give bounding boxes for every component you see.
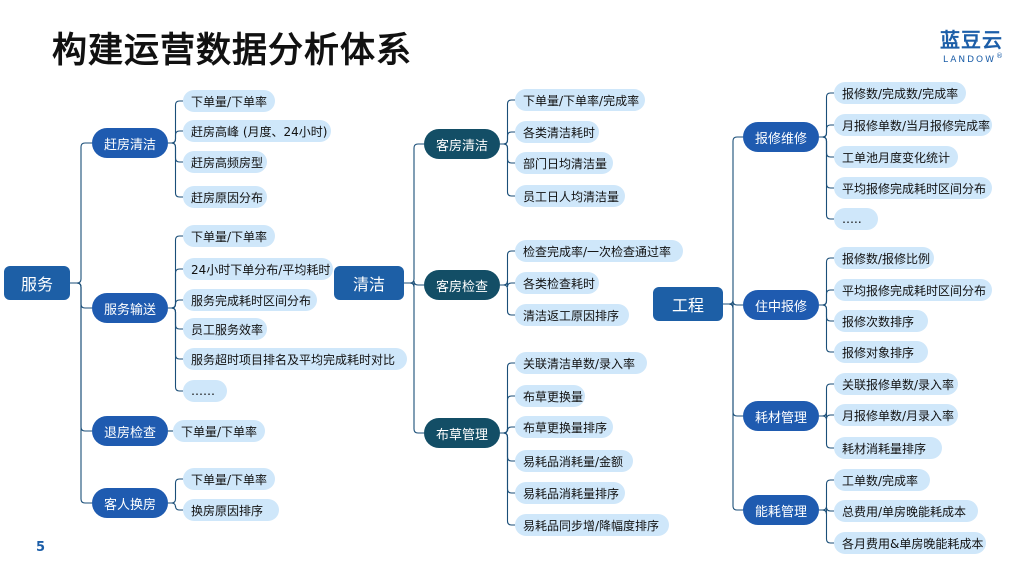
leaf-metric: 24小时下单分布/平均耗时 <box>183 258 333 280</box>
category-leaf-link <box>819 136 834 220</box>
leaf-metric: 下单量/下单率 <box>183 225 275 247</box>
leaf-metric: 各月费用&单房晚能耗成本 <box>834 532 986 554</box>
leaf-metric: 报修数/报修比例 <box>834 247 934 269</box>
category-leaf-link <box>819 415 834 449</box>
leaf-metric: 总费用/单房晚能耗成本 <box>834 500 978 522</box>
category-leaf-link <box>819 509 834 544</box>
category-leaf-link <box>500 284 515 316</box>
category-leaf-link <box>500 131 515 145</box>
root-node-r0: 服务 <box>4 266 70 300</box>
leaf-metric: 工单池月度变化统计 <box>834 146 958 168</box>
leaf-metric: 平均报修完成耗时区间分布 <box>834 279 992 301</box>
category-node: 布草管理 <box>424 418 500 448</box>
category-node: 服务输送 <box>92 293 168 323</box>
leaf-metric: 员工服务效率 <box>183 318 267 340</box>
category-leaf-link <box>168 130 183 144</box>
category-node: 赶房清洁 <box>92 128 168 158</box>
brand-logo-en: LANDOW® <box>943 52 1004 65</box>
root-category-link <box>70 282 92 504</box>
leaf-metric: 报修对象排序 <box>834 341 928 363</box>
page-title: 构建运营数据分析体系 <box>52 31 413 71</box>
category-node: 住中报修 <box>743 290 819 320</box>
category-node: 客人换房 <box>92 488 168 518</box>
root-category-link <box>404 282 424 434</box>
root-category-link <box>723 303 743 511</box>
root-category-link <box>723 136 743 305</box>
leaf-metric: 工单数/完成率 <box>834 469 930 491</box>
leaf-metric: 布草更换量 <box>515 385 585 407</box>
leaf-metric: 下单量/下单率 <box>183 90 275 112</box>
category-leaf-link <box>500 432 515 526</box>
category-leaf-link <box>500 280 515 288</box>
category-leaf-link <box>819 124 834 138</box>
leaf-metric: 易耗品消耗量/金额 <box>515 450 633 472</box>
leaf-metric: 报修次数排序 <box>834 310 928 332</box>
leaf-metric: 下单量/下单率/完成率 <box>515 89 645 111</box>
leaf-metric: …… <box>183 380 227 402</box>
category-leaf-link <box>168 142 183 198</box>
leaf-metric: 服务超时项目排名及平均完成耗时对比 <box>183 348 407 370</box>
category-node: 客房检查 <box>424 270 500 300</box>
root-category-link <box>404 143 424 284</box>
leaf-metric: 检查完成率/一次检查通过率 <box>515 240 683 262</box>
leaf-metric: 赶房原因分布 <box>183 186 267 208</box>
category-leaf-link <box>168 502 183 511</box>
category-leaf-link <box>168 307 183 392</box>
category-node: 退房检查 <box>92 416 168 446</box>
root-node-r2: 工程 <box>653 287 723 321</box>
leaf-metric: 各类检查耗时 <box>515 272 599 294</box>
registered-mark-icon: ® <box>996 52 1004 60</box>
leaf-metric: 易耗品同步增/降幅度排序 <box>515 514 669 536</box>
category-leaf-link <box>168 478 183 504</box>
leaf-metric: 月报修单数/当月报修完成率 <box>834 114 992 136</box>
leaf-metric: ….. <box>834 208 878 230</box>
leaf-metric: 部门日均清洁量 <box>515 152 613 174</box>
category-leaf-link <box>500 250 515 286</box>
leaf-metric: 服务完成耗时区间分布 <box>183 289 317 311</box>
leaf-metric: 易耗品消耗量排序 <box>515 482 625 504</box>
leaf-metric: 月报修单数/月录入率 <box>834 404 958 426</box>
leaf-metric: 平均报修完成耗时区间分布 <box>834 177 992 199</box>
leaf-metric: 关联报修单数/录入率 <box>834 373 958 395</box>
category-node: 能耗管理 <box>743 495 819 525</box>
leaf-metric: 赶房高峰 (月度、24小时) <box>183 120 331 142</box>
leaf-metric: 布草更换量排序 <box>515 416 613 438</box>
leaf-metric: 耗材消耗量排序 <box>834 437 942 459</box>
category-leaf-link <box>819 304 834 353</box>
page-number: 5 <box>36 540 46 555</box>
brand-logo: 蓝豆云 <box>940 28 1003 52</box>
category-leaf-link <box>819 383 834 417</box>
leaf-metric: 报修数/完成数/完成率 <box>834 82 966 104</box>
category-leaf-link <box>819 289 834 306</box>
category-node: 客房清洁 <box>424 129 500 159</box>
root-node-r1: 清洁 <box>334 266 404 300</box>
category-node: 耗材管理 <box>743 401 819 431</box>
leaf-metric: 各类清洁耗时 <box>515 121 599 143</box>
category-leaf-link <box>500 143 515 197</box>
leaf-metric: 下单量/下单率 <box>173 420 265 442</box>
leaf-metric: 下单量/下单率 <box>183 468 275 490</box>
category-leaf-link <box>819 479 834 511</box>
category-node: 报修维修 <box>743 122 819 152</box>
leaf-metric: 员工日人均清洁量 <box>515 185 625 207</box>
leaf-metric: 赶房高频房型 <box>183 151 267 173</box>
leaf-metric: 清洁返工原因排序 <box>515 304 629 326</box>
leaf-metric: 关联清洁单数/录入率 <box>515 352 647 374</box>
root-category-link <box>70 142 92 284</box>
leaf-metric: 换房原因排序 <box>183 499 279 521</box>
